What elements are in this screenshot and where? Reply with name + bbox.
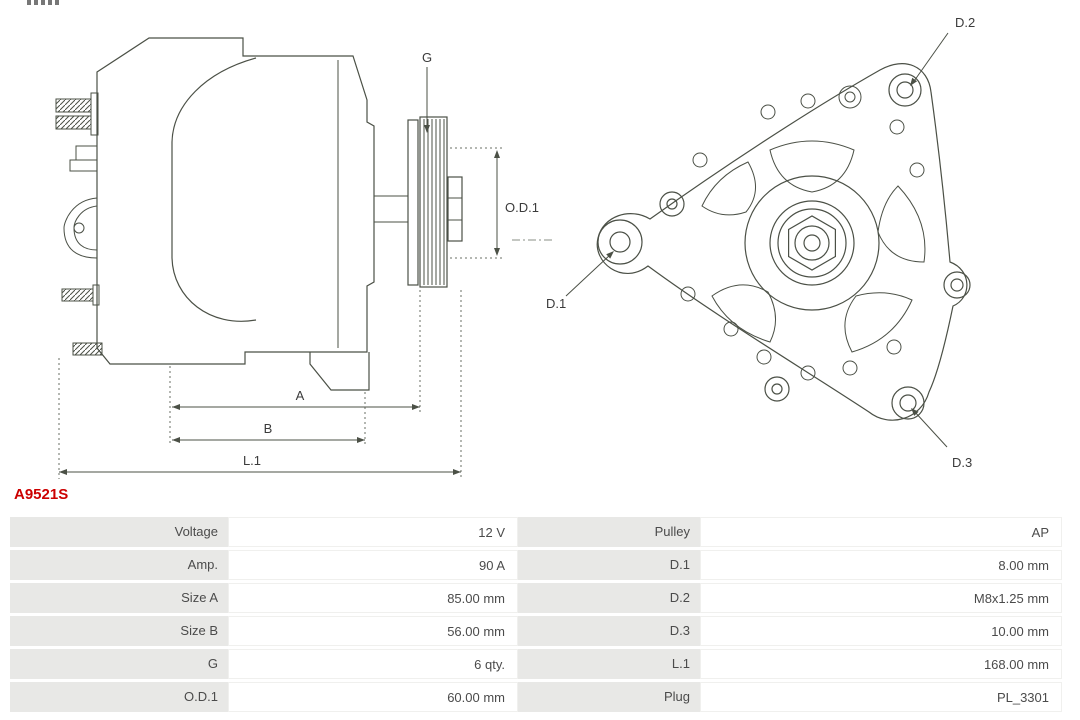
od1-arrow-bottom (494, 248, 500, 256)
right-bolt (950, 278, 964, 292)
stud-bottom-1 (61, 288, 94, 302)
spec-value: 12 V (228, 517, 518, 547)
dim-label-l1: L.1 (243, 453, 261, 468)
hub-outer-circle (744, 175, 880, 311)
pulley-washer (407, 119, 419, 286)
l1-arrow-right (453, 469, 461, 475)
d3-hole (899, 394, 917, 412)
spec-value: 90 A (228, 550, 518, 580)
nut-circle (794, 225, 830, 261)
d3-arrowhead (911, 408, 919, 416)
a-arrow-right (412, 404, 420, 410)
terminal-block-2 (69, 159, 98, 172)
shaft-center (803, 234, 821, 252)
dim-label-g: G (422, 50, 432, 65)
lug-inner-arc (73, 205, 98, 251)
spec-value: 8.00 mm (700, 550, 1062, 580)
spec-value: AP (700, 517, 1062, 547)
spec-value: 168.00 mm (700, 649, 1062, 679)
mounting-foot (309, 352, 370, 391)
a-arrow-left (172, 404, 180, 410)
spec-label: G (10, 649, 228, 679)
stud-top-1 (55, 98, 92, 113)
dim-label-d1: D.1 (546, 296, 566, 311)
inner-profile (171, 57, 257, 322)
d1-leader (565, 253, 612, 297)
vent-holes (680, 85, 925, 381)
spec-label: L.1 (518, 649, 700, 679)
spec-label: D.1 (518, 550, 700, 580)
shaft (373, 195, 409, 223)
screen-artifact (27, 0, 61, 5)
stud-plate-2 (92, 284, 100, 306)
alternator-technical-drawing: G O.D.1 A B (55, 15, 975, 479)
stud-top-2 (55, 115, 92, 130)
shaft-end (447, 176, 463, 242)
dim-label-a: A (296, 388, 305, 403)
spec-label: Size B (10, 616, 228, 646)
d2-arrowhead (910, 77, 918, 86)
d1-ear-ring (597, 219, 643, 265)
spec-label: Voltage (10, 517, 228, 547)
spec-label: Amp. (10, 550, 228, 580)
dim-label-d2: D.2 (955, 15, 975, 30)
spec-label: D.2 (518, 583, 700, 613)
spec-table: Voltage 12 V Pulley AP Amp. 90 A D.1 8.0… (10, 517, 1062, 712)
od1-arrow-top (494, 150, 500, 158)
g-arrowhead (424, 125, 430, 133)
stud-bottom-2 (72, 342, 103, 356)
lug-hole (73, 222, 85, 234)
part-number: A9521S (14, 486, 69, 503)
d3-leader (913, 410, 948, 448)
b-arrow-right (357, 437, 365, 443)
pulley-grooves (423, 119, 445, 285)
spec-value: 10.00 mm (700, 616, 1062, 646)
spec-label: O.D.1 (10, 682, 228, 712)
spec-label: D.3 (518, 616, 700, 646)
hub-ring-2 (777, 208, 847, 278)
hub-ring (769, 200, 855, 286)
fan-slots (701, 140, 926, 353)
through-bolts (659, 191, 790, 402)
d3-hole-ring (891, 386, 925, 420)
dim-label-od1: O.D.1 (505, 200, 539, 215)
terminal-block (75, 145, 98, 161)
pulley-body (419, 116, 448, 288)
lug-outer-arc (63, 197, 98, 259)
spec-value: 60.00 mm (228, 682, 518, 712)
housing-outline (96, 37, 375, 365)
spec-label: Pulley (518, 517, 700, 547)
stud-plate (90, 92, 99, 136)
pulley-nut-hex (787, 215, 837, 271)
d1-arrowhead (606, 251, 614, 259)
spec-value: M8x1.25 mm (700, 583, 1062, 613)
d1-hole (609, 231, 631, 253)
d2-hole-ring (888, 73, 922, 107)
d2-hole (896, 81, 914, 99)
right-bolt-ring (943, 271, 971, 299)
spec-value: PL_3301 (700, 682, 1062, 712)
spec-value: 56.00 mm (228, 616, 518, 646)
b-arrow-left (172, 437, 180, 443)
front-body-outline (596, 63, 968, 421)
spec-value: 6 qty. (228, 649, 518, 679)
side-view-diagram: G O.D.1 A B (55, 37, 553, 479)
front-view-diagram: D.2 D.1 D.3 (546, 15, 975, 470)
l1-arrow-left (59, 469, 67, 475)
spec-label: Size A (10, 583, 228, 613)
spec-label: Plug (518, 682, 700, 712)
d2-leader (911, 32, 949, 85)
spec-value: 85.00 mm (228, 583, 518, 613)
dim-label-d3: D.3 (952, 455, 972, 470)
dim-label-b: B (264, 421, 273, 436)
